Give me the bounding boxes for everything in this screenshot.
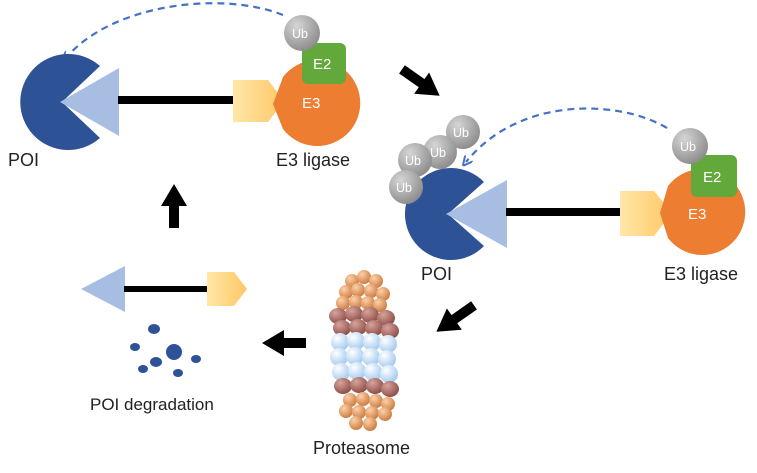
arrow-left	[262, 330, 306, 356]
e3-ligand-right	[620, 191, 672, 236]
e3-tag-top: E3	[302, 95, 320, 112]
e2-tag-right: E2	[703, 169, 721, 186]
poi-ligand-right	[446, 180, 507, 248]
linker-right	[506, 208, 623, 216]
ub-tag-top: Ub	[292, 27, 308, 41]
arrow-up	[161, 184, 187, 228]
proteasome-illustration: Proteasome	[313, 270, 410, 458]
cycle-arrows	[161, 65, 477, 356]
ternary-complex-right: E3 E2 Ub Ub Ub Ub Ub POI E3 ligase	[389, 107, 746, 284]
arrow-down-right	[399, 65, 440, 96]
ub-ball-chain-3	[398, 143, 432, 177]
arrow-down-left	[436, 301, 477, 332]
ub-tag-chain-4: Ub	[396, 181, 412, 195]
poi-ligand-top	[60, 68, 119, 136]
ub-ball-top	[284, 15, 320, 51]
e3-ligase-label-top: E3 ligase	[276, 150, 350, 170]
poi-label-top: POI	[8, 150, 39, 170]
ub-tag-chain-1: Ub	[453, 126, 469, 140]
ub-ball-right-e2	[672, 128, 708, 164]
released-poi-ligand	[81, 266, 125, 312]
e3-ligand-top	[233, 80, 284, 122]
ub-tag-chain-3: Ub	[405, 154, 421, 168]
poi-label-right: POI	[421, 264, 452, 284]
poi-shape-right	[404, 168, 484, 261]
ubiquitin-transfer-arrow-right	[466, 107, 668, 162]
proteasome-label: Proteasome	[313, 438, 410, 458]
e3-ligase-label-right: E3 ligase	[664, 264, 738, 284]
ub-ball-chain-4	[389, 170, 423, 204]
ternary-complex-top: E3 E2 Ub POI E3 ligase	[8, 2, 361, 170]
poi-fragments	[130, 324, 201, 377]
ub-tag-right-e2: Ub	[680, 140, 696, 154]
e2-box-right	[691, 155, 737, 197]
released-linker	[124, 286, 210, 292]
poi-degradation-label: POI degradation	[90, 395, 214, 414]
linker-top	[118, 96, 236, 104]
e2-tag-top: E2	[313, 56, 331, 73]
released-e3-ligand	[207, 272, 247, 306]
e3-tag-right: E3	[688, 206, 706, 223]
ubiquitin-transfer-arrow-top	[66, 2, 284, 58]
e2-box-top	[302, 43, 346, 84]
released-protac	[81, 266, 247, 312]
ub-ball-chain-1	[446, 115, 480, 149]
ub-tag-chain-2: Ub	[430, 146, 446, 160]
